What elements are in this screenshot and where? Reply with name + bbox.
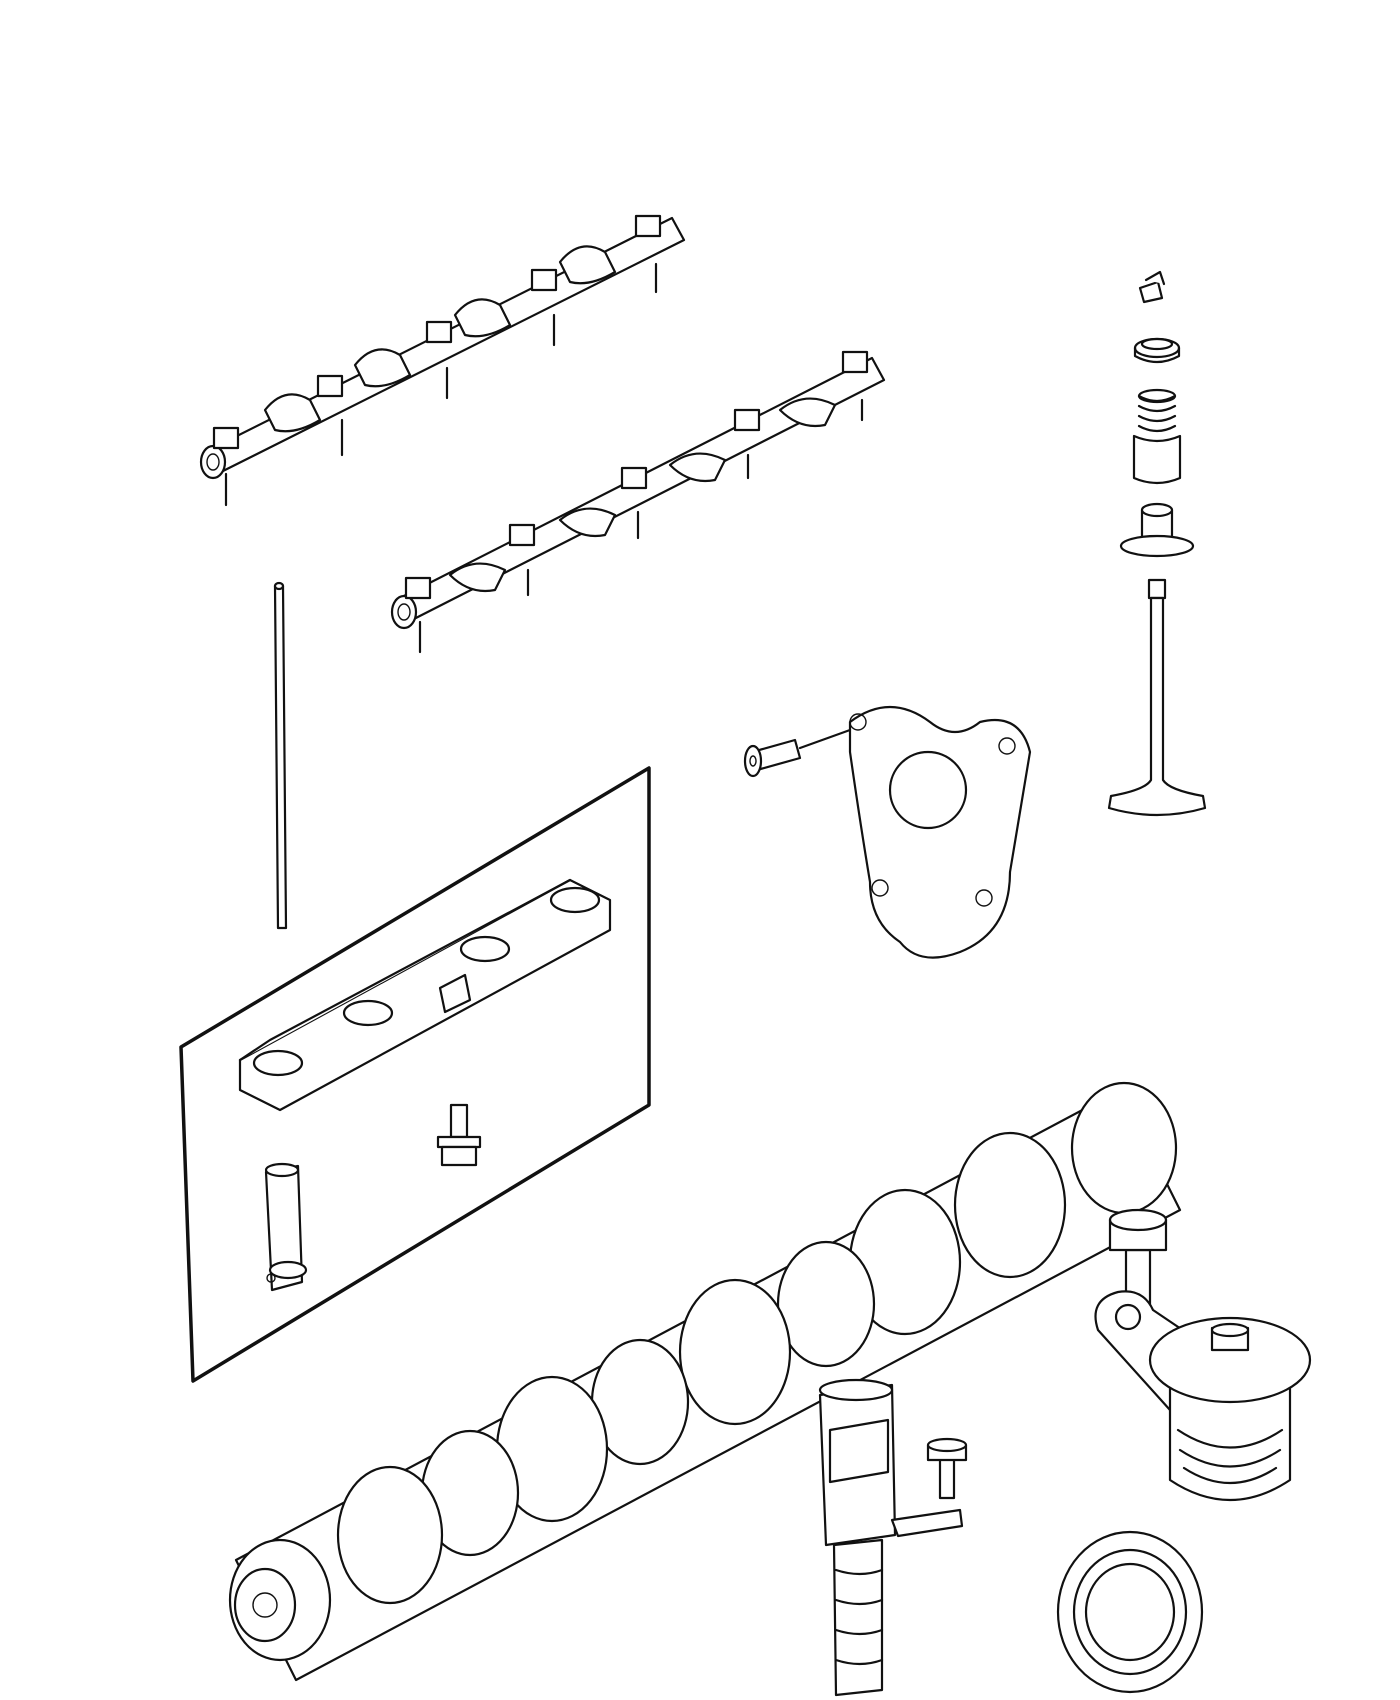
valve-keeper[interactable] xyxy=(1138,270,1166,304)
thrust-plate-screw[interactable] xyxy=(743,728,852,778)
lifter-guide[interactable] xyxy=(238,878,612,1112)
valve-spring[interactable] xyxy=(1132,388,1182,485)
oil-control-valve[interactable] xyxy=(818,1378,964,1697)
valve-spring-retainer[interactable] xyxy=(1133,337,1181,364)
hydraulic-lifter[interactable] xyxy=(264,1162,308,1292)
camshaft-thrust-plate[interactable] xyxy=(848,705,1032,959)
valve[interactable] xyxy=(1107,578,1207,817)
pushrod[interactable] xyxy=(273,581,288,930)
solenoid-bolt[interactable] xyxy=(926,1437,968,1500)
cam-phaser[interactable] xyxy=(1094,1290,1312,1502)
camshaft-seal[interactable] xyxy=(1056,1530,1204,1694)
lifter-guide-kit-box xyxy=(179,766,651,1383)
lifter-guide-bolt[interactable] xyxy=(436,1103,482,1167)
camshaft[interactable] xyxy=(228,1081,1182,1682)
rocker-shaft-assembly-upper[interactable] xyxy=(199,214,686,507)
rocker-shaft-assembly-lower[interactable] xyxy=(390,350,886,654)
valve-stem-seal[interactable] xyxy=(1119,502,1195,558)
